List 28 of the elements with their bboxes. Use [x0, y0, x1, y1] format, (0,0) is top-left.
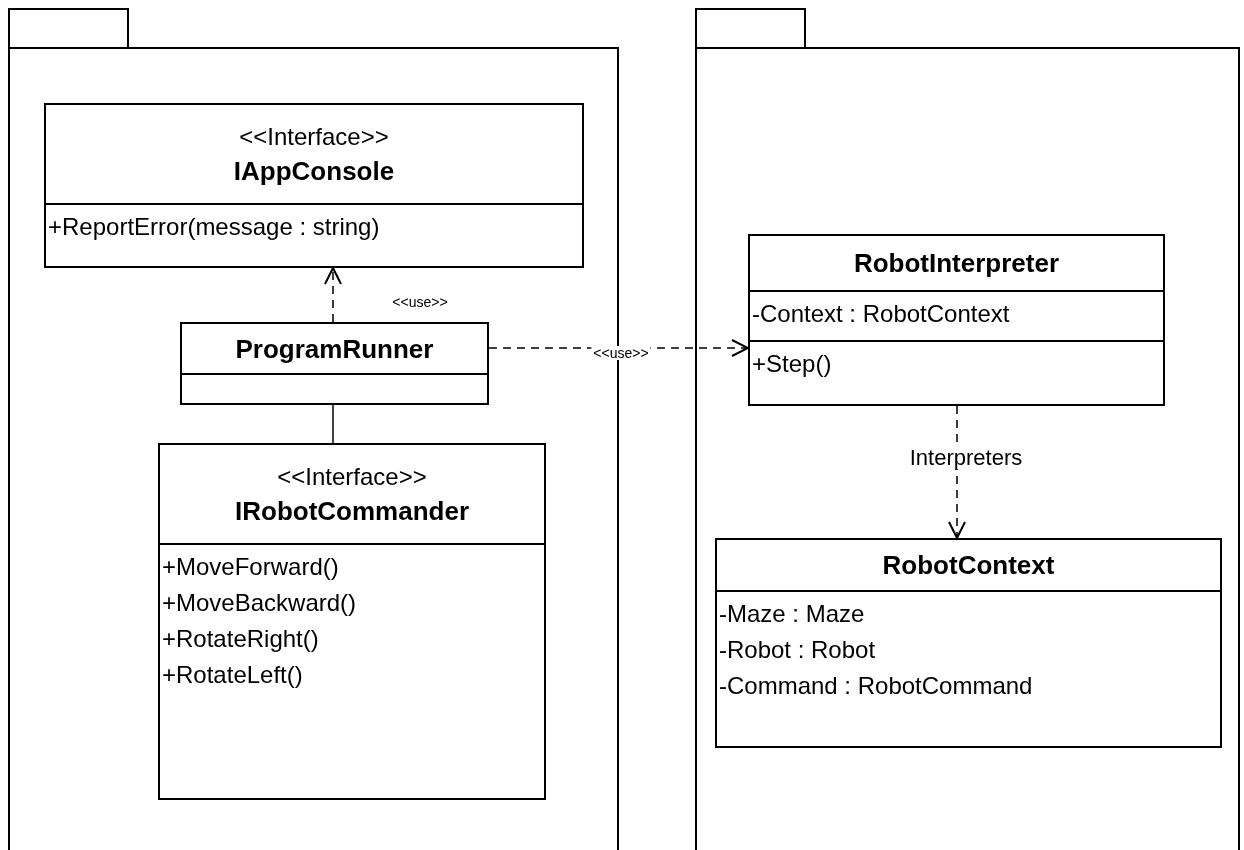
class-box	[715, 538, 1222, 748]
class-box	[44, 103, 584, 268]
member-text: +RotateRight()	[161, 624, 320, 654]
class-name: RobotInterpreter	[853, 247, 1060, 280]
member-text: +ReportError(message : string)	[47, 212, 381, 242]
class-name: IRobotCommander	[235, 495, 469, 528]
member-text: +MoveForward()	[161, 552, 340, 582]
class-box	[180, 322, 489, 405]
class-name: IAppConsole	[233, 155, 395, 188]
class-name: RobotContext	[882, 549, 1055, 582]
edge-label: <<use>>	[591, 346, 651, 360]
member-text: -Maze : Maze	[718, 599, 866, 629]
class-box	[748, 234, 1165, 406]
dependency-arrow	[324, 267, 342, 323]
stereotype-label: <<Interface>>	[277, 462, 427, 492]
dependency-arrow	[948, 405, 966, 539]
member-text: -Context : RobotContext	[751, 299, 1011, 329]
stereotype-label: <<Interface>>	[239, 122, 389, 152]
member-text: -Command : RobotCommand	[718, 671, 1034, 701]
package-folder	[695, 8, 1240, 850]
member-text: +MoveBackward()	[161, 588, 358, 618]
class-box	[158, 443, 546, 800]
edge-label: <<use>>	[390, 295, 450, 309]
association-line	[332, 404, 334, 444]
member-text: +RotateLeft()	[161, 660, 304, 690]
member-text: -Robot : Robot	[718, 635, 877, 665]
member-text: +Step()	[751, 349, 833, 379]
class-name: ProgramRunner	[235, 332, 434, 366]
